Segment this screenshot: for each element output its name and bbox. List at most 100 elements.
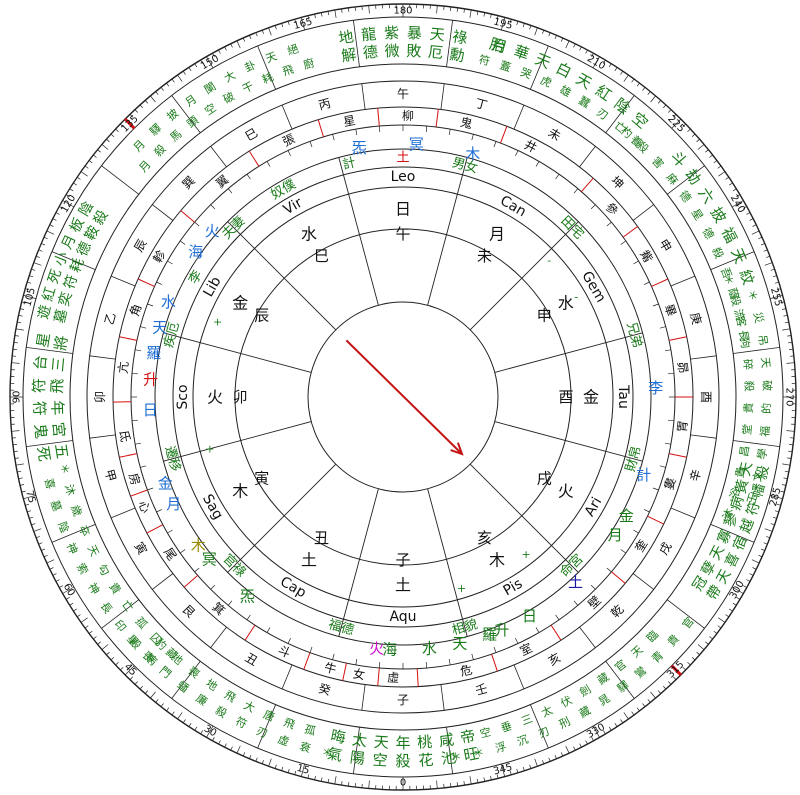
degree-tick: [18, 477, 23, 480]
degree-tick: [35, 536, 40, 539]
degree-tick: [787, 335, 792, 337]
planet-glyph: 海: [188, 243, 203, 261]
planet-glyph: 升: [494, 621, 509, 639]
branch-label: 乾: [608, 602, 626, 620]
outer-star-char: 耗: [68, 256, 88, 275]
degree-tick: [93, 154, 97, 158]
degree-tick: [33, 262, 42, 266]
mansion-label: 星: [342, 113, 356, 129]
degree-tick: [709, 154, 713, 158]
outer-star-char: 索: [74, 561, 92, 577]
ring-circle: [154, 148, 652, 646]
degree-tick: [327, 778, 330, 783]
degree-tick: [746, 579, 751, 582]
inner-tick: [633, 260, 639, 265]
degree-tick: [592, 56, 600, 69]
inner-tick: [266, 627, 271, 633]
degree-tick: [450, 783, 452, 788]
outer-star-char: 六: [695, 184, 718, 206]
inner-tick: [493, 646, 497, 653]
degree-tick: [696, 651, 700, 656]
outer-star-char: 空: [202, 100, 219, 118]
degree-tick: [76, 614, 81, 618]
outer-star-char: 門: [157, 664, 174, 681]
inner-tick: [378, 661, 381, 669]
house-divider: [227, 221, 337, 331]
inner-tick: [227, 188, 233, 194]
degree-tick: [789, 444, 794, 446]
degree-tick: [65, 596, 70, 600]
ring-circle: [234, 228, 572, 566]
inner-tick: [147, 487, 154, 491]
house-element: 木: [232, 482, 248, 501]
house-polarity: +: [213, 316, 222, 329]
degree-tick: [188, 67, 192, 71]
planet-glyph: 計: [636, 466, 651, 484]
branch-label: 坤: [608, 173, 627, 192]
outer-star-char: 將: [51, 334, 71, 352]
outer-star-char: 歲: [68, 503, 85, 518]
degree-tick: [729, 608, 733, 612]
branch-divider: [281, 104, 293, 130]
outer-star-char: 天: [85, 543, 102, 559]
outer-star-char: 的: [759, 403, 773, 414]
inner-tick: [180, 549, 186, 554]
degree-tick: [236, 745, 241, 754]
degree-tick: [614, 723, 618, 727]
mansion-label: 氐: [117, 429, 133, 443]
degree-tick: [69, 188, 74, 192]
degree-tick: [300, 17, 305, 30]
outer-star-char: 龍: [360, 25, 377, 44]
degree-tick: [139, 104, 143, 109]
ring-circle: [69, 63, 737, 731]
mansion-boundary: [244, 624, 256, 641]
degree-tick: [20, 308, 25, 310]
degree-tick: [463, 8, 465, 13]
degree-tick: [736, 194, 741, 198]
branch-divider: [440, 684, 445, 711]
degree-tick: [668, 681, 672, 685]
outer-divider: [101, 599, 140, 629]
planet-glyph: 羅: [146, 344, 161, 362]
degree-tick: [770, 268, 775, 271]
degree-tick: [14, 335, 19, 337]
planet-glyph: 金: [619, 507, 634, 525]
mansion-boundary: [146, 524, 164, 534]
degree-tick: [731, 200, 744, 208]
degree-tick: [110, 657, 115, 661]
outer-star-char: 符: [30, 401, 48, 417]
degree-tick: [770, 294, 783, 299]
outer-star-char: 災: [751, 311, 766, 325]
degree-tick: [456, 7, 459, 12]
degree-tick: [177, 74, 183, 82]
mansion-label: 虛: [387, 671, 399, 685]
degree-tick: [171, 711, 175, 716]
house-divider: [427, 488, 468, 637]
outer-star-char: 符: [30, 378, 48, 394]
degree-tick: [287, 21, 290, 26]
degree-tick: [188, 723, 192, 727]
degree-tick: [456, 782, 459, 787]
degree-tick: [788, 450, 793, 453]
outer-star-char: 虎: [538, 74, 553, 90]
degree-tick: [12, 348, 17, 350]
degree-ticks: [10, 4, 796, 790]
degree-tick: [15, 463, 24, 466]
palace-label: 兄弟: [623, 321, 644, 350]
outer-star-char: 解: [340, 45, 358, 65]
outer-star-char: 碎: [741, 358, 756, 370]
outer-star-char: 驛: [147, 121, 164, 138]
inner-tick: [448, 129, 451, 136]
degree-tick: [731, 586, 744, 594]
planet-glyph: 日: [143, 401, 158, 419]
inner-tick: [227, 600, 233, 606]
mansion-boundary: [130, 489, 148, 497]
outer-star-char: 天: [737, 461, 756, 478]
outer-divider: [666, 165, 705, 195]
house-element: 水: [301, 225, 317, 244]
degree-tick: [15, 328, 24, 331]
degree-tick: [255, 757, 258, 762]
branch-divider: [152, 204, 174, 221]
degree-tick: [758, 554, 763, 558]
outer-star-char: 月: [131, 138, 148, 155]
